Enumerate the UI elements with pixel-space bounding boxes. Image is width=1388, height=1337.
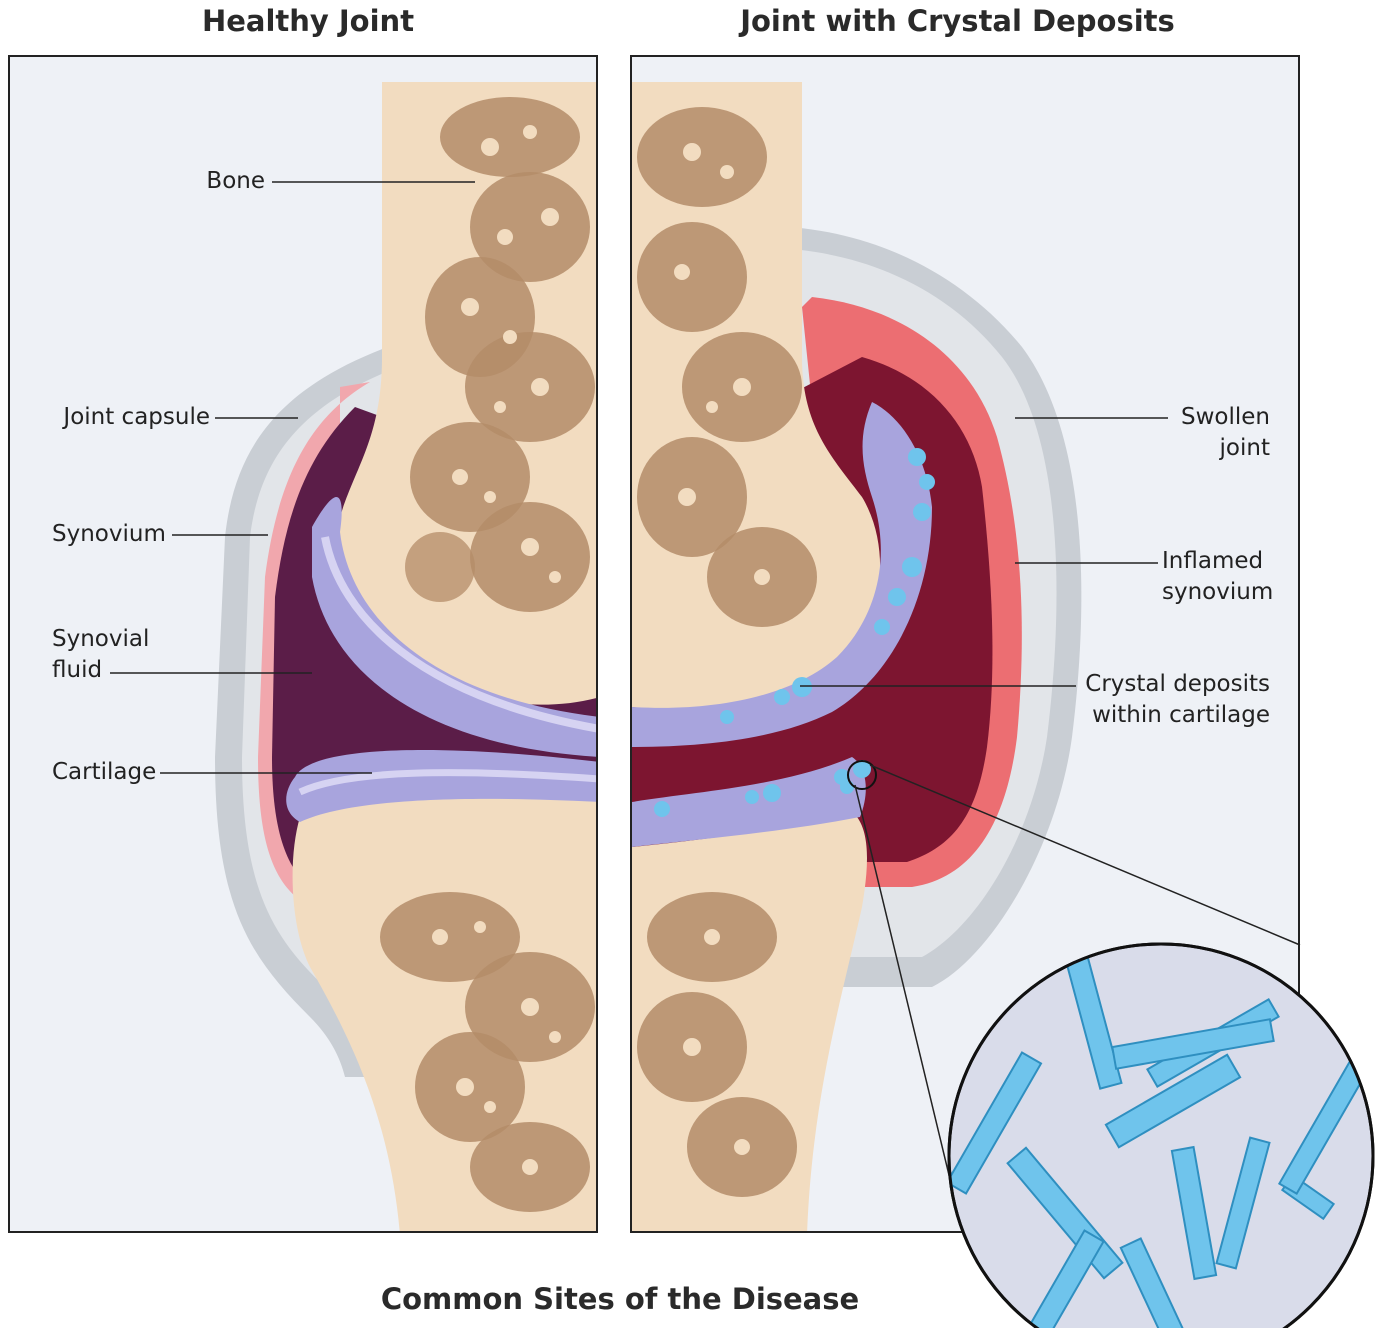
crystal-deposits-label: Crystal deposits within cartilage	[1060, 669, 1270, 731]
common-sites-heading: Common Sites of the Disease	[250, 1282, 990, 1316]
synovium-label: Synovium	[52, 519, 166, 550]
joint-capsule-label: Joint capsule	[30, 402, 210, 433]
synovial-fluid-label: Synovial fluid	[52, 624, 149, 686]
crystal-joint-heading: Joint with Crystal Deposits	[630, 4, 1285, 38]
magnified-crystals	[943, 938, 1383, 1328]
inflamed-synovium-label: Inflamed synovium	[1162, 546, 1273, 608]
swollen-joint-label: Swollen joint	[1130, 402, 1270, 464]
healthy-joint-heading: Healthy Joint	[8, 4, 608, 38]
bone-label: Bone	[150, 166, 265, 197]
cartilage-label: Cartilage	[52, 757, 156, 788]
